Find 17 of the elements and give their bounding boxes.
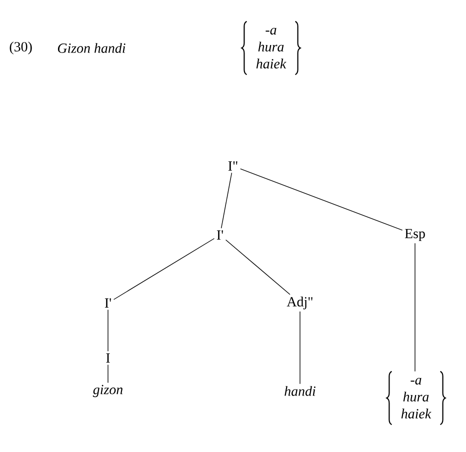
category-label: Esp [404,228,425,242]
example-phrase: Gizon handi [58,43,126,53]
branch-line [414,242,416,372]
branch-line [220,172,232,229]
category-label: I [106,353,110,363]
category-label: I" [228,161,238,171]
word-label: handi [284,386,316,396]
branch-line [240,168,403,231]
option-list: -a hura haiek [241,20,301,76]
category-label: Adj" [286,296,312,310]
example-number: (30) [10,42,32,54]
branch-line [113,238,215,300]
word-label: gizon [92,384,123,398]
branch-line [225,240,290,295]
option-list: -a hura haiek [386,370,446,426]
category-label: I' [104,298,111,308]
category-label: I' [216,230,223,240]
